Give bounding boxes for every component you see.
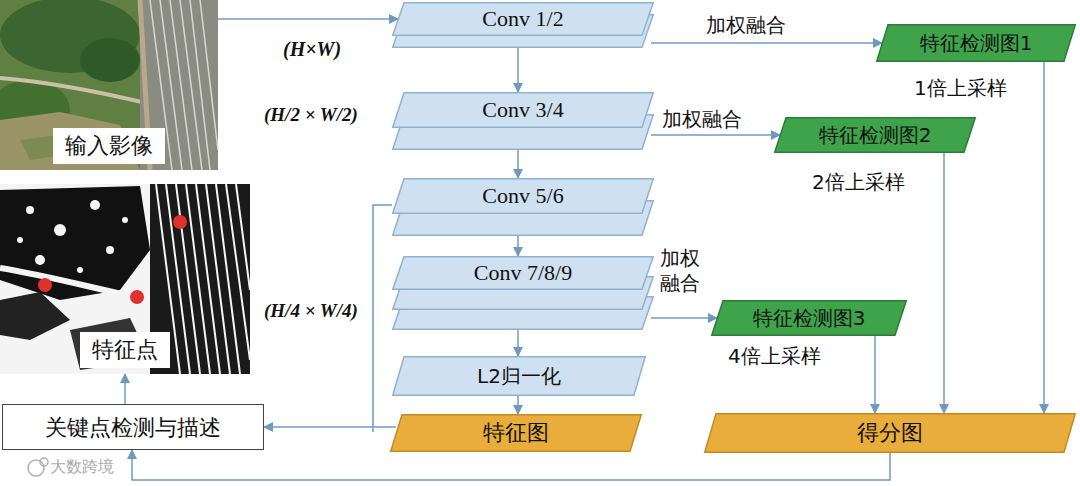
text-area: Conv 1/2 xyxy=(392,2,654,36)
dimension-label: (H/2 × W/2) xyxy=(264,104,358,126)
connector-arrow xyxy=(1043,62,1045,413)
node-text: 关键点检测与描述 xyxy=(45,413,221,443)
node-text: 特征图 xyxy=(483,418,549,448)
layer-plate xyxy=(391,415,642,452)
connector-arrow xyxy=(651,42,882,44)
edge-label: 加权融合 xyxy=(706,13,786,38)
text-area: 特征检测图1 xyxy=(876,24,1076,62)
conv-layer: Conv 5/6 xyxy=(392,178,654,236)
connector-arrow xyxy=(517,48,519,92)
watermark: 大数跨境 xyxy=(50,457,114,478)
detection-map: 特征检测图1 xyxy=(876,24,1076,62)
layer-plate xyxy=(393,93,654,128)
score-map: 得分图 xyxy=(704,413,1076,453)
aerial-photo xyxy=(0,0,218,170)
layer-plate xyxy=(393,357,646,396)
connector-arrow xyxy=(132,450,890,480)
text-area: 特征点 xyxy=(0,184,250,374)
node-text: 特征检测图2 xyxy=(819,122,932,149)
conv-layer: Conv 1/2 xyxy=(392,2,654,48)
node-text: 特征检测图1 xyxy=(920,30,1033,57)
text-area: 得分图 xyxy=(704,413,1076,453)
watermark-icon xyxy=(28,458,48,476)
layer-plate xyxy=(877,25,1076,62)
process-box: 关键点检测与描述 xyxy=(2,404,264,450)
text-area: 特征检测图3 xyxy=(711,300,907,336)
connector-arrow xyxy=(943,153,945,413)
node-text: 特征检测图3 xyxy=(753,305,866,332)
text-area: L2归一化 xyxy=(392,356,646,396)
norm-layer: L2归一化 xyxy=(392,356,646,396)
node-text: 得分图 xyxy=(857,418,923,448)
feature-image xyxy=(0,184,250,374)
layer-plate xyxy=(705,414,1076,453)
layer-plate xyxy=(393,3,654,36)
detection-map: 特征检测图2 xyxy=(774,117,976,153)
connector-arrow xyxy=(517,236,519,256)
connector-arrow xyxy=(651,317,717,319)
image-label: 特征点 xyxy=(80,332,170,368)
dimension-label: (H/4 × W/4) xyxy=(264,300,358,322)
edge-label: 4倍上采样 xyxy=(728,344,821,369)
text-area: Conv 5/6 xyxy=(392,178,654,214)
conv-layer: Conv 3/4 xyxy=(392,92,654,150)
image-panel: 特征点 xyxy=(0,184,250,374)
bracket xyxy=(373,205,392,432)
layer-plate xyxy=(775,118,976,153)
connector-arrow xyxy=(874,336,876,413)
detection-map: 特征检测图3 xyxy=(711,300,907,336)
node-text: Conv 3/4 xyxy=(482,97,563,123)
layer-plate xyxy=(393,179,654,214)
connector-arrow xyxy=(218,18,398,20)
text-area: 特征图 xyxy=(390,414,642,452)
node-text: L2归一化 xyxy=(477,363,561,390)
text-area: Conv 3/4 xyxy=(392,92,654,128)
node-text: Conv 5/6 xyxy=(482,183,563,209)
text-area: 特征检测图2 xyxy=(774,117,976,153)
image-label: 输入影像 xyxy=(53,128,165,164)
edge-label: 1倍上采样 xyxy=(914,76,1007,101)
connector-arrow xyxy=(651,134,780,136)
layer-plate xyxy=(712,301,907,336)
edge-label: 加权 融合 xyxy=(660,246,704,296)
edge-label: 2倍上采样 xyxy=(812,170,905,195)
layer-plate xyxy=(393,257,654,290)
connector-arrow xyxy=(517,150,519,178)
dimension-label: (H×W) xyxy=(283,38,341,61)
connector-arrow xyxy=(124,374,126,404)
node-text: Conv 1/2 xyxy=(482,6,563,32)
text-area: 输入影像 xyxy=(0,0,218,170)
text-area: 关键点检测与描述 xyxy=(3,405,263,451)
conv-layer: Conv 7/8/9 xyxy=(392,256,654,330)
image-panel: 输入影像 xyxy=(0,0,218,170)
edge-label: 加权融合 xyxy=(662,107,742,132)
feature-map: 特征图 xyxy=(390,414,642,452)
connector-arrow xyxy=(517,396,519,414)
node-text: Conv 7/8/9 xyxy=(474,260,572,286)
connector-arrow xyxy=(264,426,396,428)
text-area: Conv 7/8/9 xyxy=(392,256,654,290)
connector-arrow xyxy=(517,330,519,356)
